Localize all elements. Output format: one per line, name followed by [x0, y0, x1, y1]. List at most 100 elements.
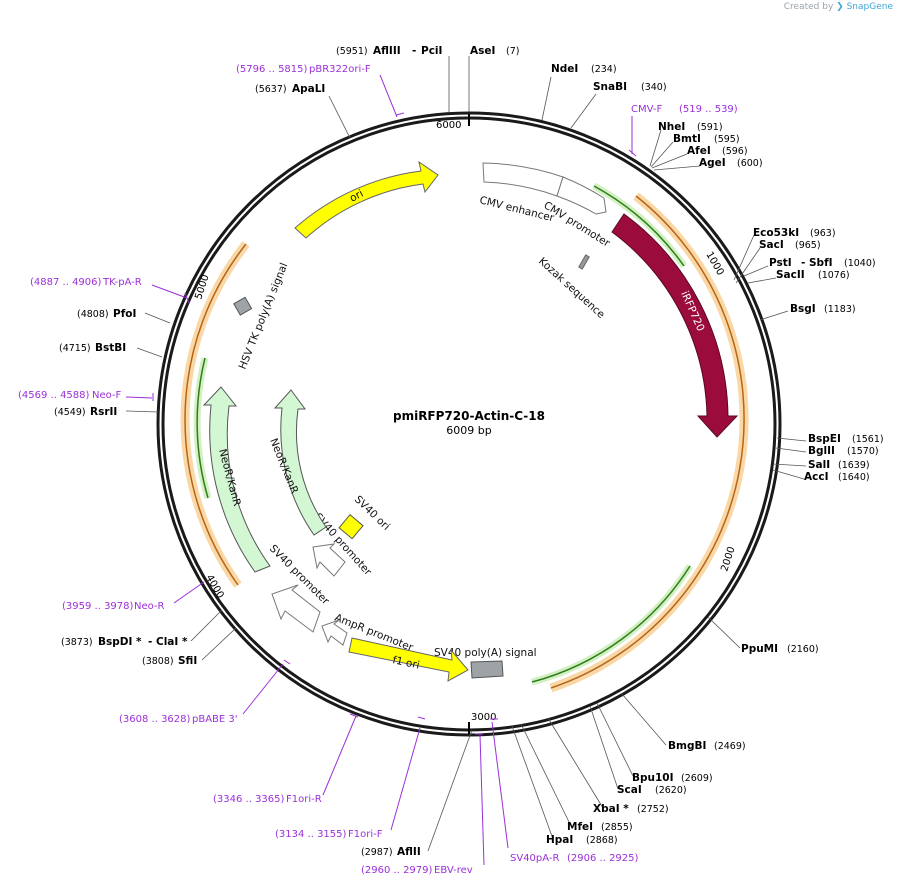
kozak-sequence-label: Kozak sequence: [536, 255, 607, 321]
enzyme-snaBI: SnaBI: [593, 81, 627, 93]
ampr-promoter-feature: [321, 619, 348, 646]
enzyme-pstI: PstI: [769, 257, 792, 269]
primer-neo-r: Neo-R: [134, 601, 165, 612]
enzyme-mfeI: MfeI: [567, 821, 593, 833]
primer-f1ori-r: F1ori-R: [286, 794, 322, 805]
cmv-enhancer-feature: [482, 162, 564, 197]
sv40-promoter-inner-feature: [312, 543, 346, 577]
enzyme-sacII-pos: (1076): [818, 270, 850, 281]
enzyme-sbfI: SbfI: [809, 257, 833, 269]
enzyme-bpu10I: Bpu10I: [632, 772, 674, 784]
hsv-tk-polya-label: HSV TK poly(A) signal: [237, 261, 291, 371]
plasmid-name: pmiRFP720-Actin-C-18: [393, 409, 545, 423]
primer-tk-pa-r-range: (4887 .. 4906): [30, 277, 102, 288]
ori-feature: [294, 160, 439, 239]
enzyme-apaLI: ApaLI: [292, 83, 325, 95]
tick-2000: 2000: [719, 545, 737, 573]
enzyme-bmtI-pos: (595): [714, 134, 740, 145]
enzyme-separator: -: [801, 257, 805, 269]
tick-6000: 6000: [436, 120, 461, 131]
enzyme-bstBI-pos: (4715): [59, 343, 91, 354]
primer-pbr322ori-f: pBR322ori-F: [309, 64, 371, 75]
enzyme-salI: SalI: [808, 459, 830, 471]
f1-ori-feature: [348, 637, 469, 682]
f1-ori-label: f1 ori: [391, 654, 420, 671]
primer-sv40pa-r: SV40pA-R: [510, 853, 559, 864]
green-arc-top-right-line: [593, 185, 685, 267]
enzyme-bpu10I-pos: (2609): [681, 773, 713, 784]
enzyme-snaBI-pos: (340): [641, 82, 667, 93]
enzyme-bsgI: BsgI: [790, 303, 816, 315]
enzyme-ndeI: NdeI: [551, 63, 578, 75]
kozak-sequence-feature: [578, 254, 590, 270]
neor-kanr-outer-feature: [202, 386, 271, 573]
primer-f1ori-f: F1ori-F: [348, 829, 383, 840]
enzyme-bmgBI-pos: (2469): [714, 741, 746, 752]
enzyme-ageI: AgeI: [699, 157, 726, 169]
watermark-prefix: Created by: [783, 2, 834, 12]
orf-arc-left-line: [184, 243, 247, 586]
primer-ebv-rev: EBV-rev: [434, 865, 473, 876]
enzyme-sacI-pos: (965): [795, 240, 821, 251]
primer-f1ori-r-range: (3346 .. 3365): [213, 794, 285, 805]
enzyme-bsgI-pos: (1183): [824, 304, 856, 315]
primer-pbabe3: pBABE 3': [192, 714, 238, 725]
enzyme-aflIII: AflIII: [373, 45, 401, 57]
enzyme-ageI-pos: (600): [737, 158, 763, 169]
primer-sv40pa-r-range: (2906 .. 2925): [567, 853, 639, 864]
primer-neo-f-range: (4569 .. 4588): [18, 390, 90, 401]
enzyme-bglII: BglII: [808, 445, 835, 457]
enzyme-ppuMI-pos: (2160): [787, 644, 819, 655]
enzyme-xbaI-pos: (2752): [637, 804, 669, 815]
enzyme-ppuMI: PpuMI: [741, 643, 778, 655]
enzyme-sacII: SacII: [776, 269, 805, 281]
enzyme-scaI-pos: (2620): [655, 785, 687, 796]
enzyme-afeI-pos: (596): [722, 146, 748, 157]
enzyme-bspDI: BspDI *: [98, 636, 142, 648]
enzyme-hpaI: HpaI: [546, 834, 573, 846]
enzyme-aseI: AseI: [470, 45, 495, 57]
enzyme-bspEI-pos: (1561): [852, 434, 884, 445]
enzyme-bspDI-pos: (3873): [61, 637, 93, 648]
snapgene-watermark: Created by ❯ SnapGene: [784, 2, 893, 12]
irfp720-feature: [611, 213, 739, 438]
green-arc-bottom-right-line: [531, 565, 691, 683]
enzyme-apaLI-pos: (5637): [255, 84, 287, 95]
enzyme-separator: -: [148, 636, 152, 648]
enzyme-aseI-pos: (7): [506, 46, 519, 57]
neor-kanr-inner-feature: [273, 389, 327, 536]
enzyme-salI-pos: (1639): [838, 460, 870, 471]
enzyme-xbaI: XbaI *: [593, 803, 629, 815]
primer-tk-pa-r: TK-pA-R: [102, 277, 142, 288]
tick-4000: 4000: [203, 573, 225, 601]
enzyme-sbfI-pos: (1040): [844, 258, 876, 269]
cmv-promoter-feature: [556, 176, 607, 215]
backbone-outer-ring: [156, 111, 782, 737]
enzyme-nheI-pos: (591): [697, 122, 723, 133]
ori-label: ori: [348, 188, 366, 205]
primer-neo-r-range: (3959 .. 3978): [62, 601, 134, 612]
primer-pbabe3-range: (3608 .. 3628): [119, 714, 191, 725]
enzyme-eco53kI: Eco53kI: [753, 227, 799, 239]
enzyme-separator: -: [412, 45, 416, 57]
enzyme-nheI: NheI: [658, 121, 685, 133]
green-arc-left-line: [196, 357, 209, 499]
enzyme-aflIII-pos: (5951): [336, 46, 368, 57]
enzyme-hpaI-pos: (2868): [586, 835, 618, 846]
sv40-polya-label: SV40 poly(A) signal: [434, 647, 537, 659]
enzyme-afeI: AfeI: [687, 145, 711, 157]
enzyme-mfeI-pos: (2855): [601, 822, 633, 833]
enzyme-eco53kI-pos: (963): [810, 228, 836, 239]
hsv-tk-polya-feature: [233, 296, 253, 316]
enzyme-sfiI-pos: (3808): [142, 656, 174, 667]
primer-leader-lines: [125, 74, 637, 866]
enzyme-accI-pos: (1640): [838, 472, 870, 483]
sv40-promoter-outer-feature: [271, 584, 321, 633]
enzyme-aflII: AflII: [397, 846, 421, 858]
primer-ebv-rev-range: (2960 .. 2979): [361, 865, 433, 876]
enzyme-leader-lines: [125, 56, 807, 852]
watermark-brand: SnapGene: [846, 2, 893, 12]
enzyme-rsrII: RsrII: [90, 406, 117, 418]
enzyme-claI: ClaI *: [156, 636, 188, 648]
